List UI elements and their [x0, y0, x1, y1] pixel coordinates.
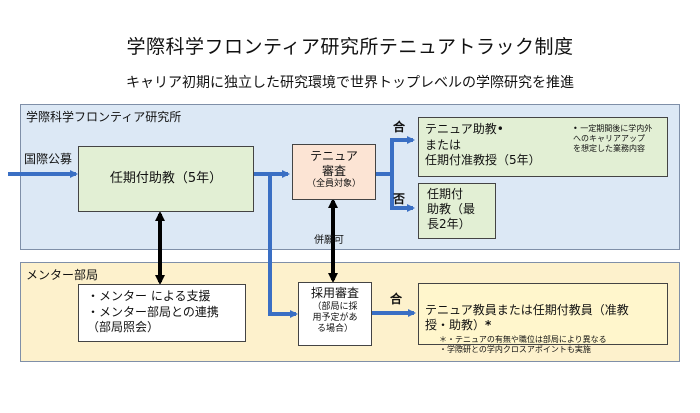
assistant-professor-text: 任期付助教（5年）	[109, 170, 223, 186]
mentor-region-label: メンター部局	[26, 268, 99, 282]
tenure-result-box: テニュア助教• または 任期付准教授（5年） • 一定期間後に学内外 へのキャリ…	[418, 117, 668, 177]
assistant-professor-box: 任期付助教（5年）	[78, 146, 254, 212]
diagram-title: 学際科学フロンティア研究所テニュアトラック制度	[126, 36, 574, 58]
tenure-review-box: テニュア 審査 （全員対象）	[292, 144, 376, 200]
fail-label: 否	[393, 192, 406, 206]
pass-label-bottom: 合	[390, 292, 403, 306]
arrow-assistant-to-hiring	[268, 174, 298, 318]
faculty-result-text: テニュア教員または任期付教員（准教 授・助教）	[425, 302, 629, 333]
faculty-result-star: *	[485, 318, 492, 333]
hiring-review-title: 採用審査	[310, 286, 359, 300]
pass-label-top: 合	[393, 120, 406, 134]
arrow-review-branches	[376, 136, 415, 212]
hiring-review-note: （部局に採 用予定があ る場合）	[312, 301, 358, 335]
faculty-result-note: ＊・テニュアの有無や職位は部局により異なる ・学際研との学内クロスアポイントも実…	[439, 334, 607, 354]
diagram-subtitle: キャリア初期に独立した研究環境で世界トップレベルの学際研究を推進	[126, 75, 574, 91]
hiring-review-box: 採用審査 （部局に採 用予定があ る場合）	[298, 282, 372, 346]
tenure-result-note: • 一定期間後に学内外 へのキャリアアップ を想定した業務内容	[573, 124, 653, 153]
faculty-result-box: テニュア教員または任期付教員（准教 授・助教）* ＊・テニュアの有無や職位は部局…	[418, 283, 668, 354]
institute-region-label: 学際科学フロンティア研究所	[26, 110, 182, 124]
tenure-result-text: テニュア助教• または 任期付准教授（5年）	[425, 122, 541, 168]
mentor-support-box: ・メンター による支援 ・メンター部局との連携 （部局照会）	[78, 284, 246, 342]
fail-result-box: 任期付 助教（最 長2年）	[418, 183, 496, 239]
intl-recruit-label: 国際公募	[24, 152, 73, 166]
tenure-review-title: テニュア 審査	[310, 149, 358, 178]
concurrent-label: 併願可	[314, 235, 344, 246]
tenure-review-note: （全員対象）	[306, 179, 361, 189]
